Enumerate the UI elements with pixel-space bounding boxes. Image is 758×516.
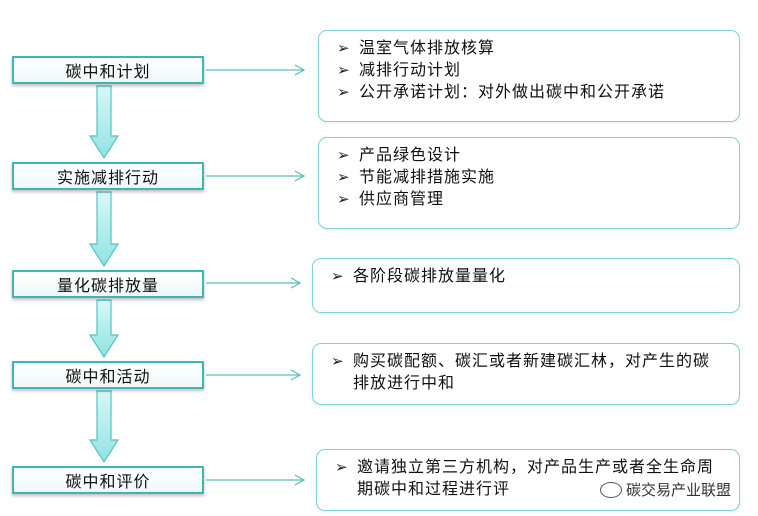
detail-item: ➢各阶段碳排放量量化 [331,266,507,285]
connector-arrow-1 [206,64,306,76]
stage-label: 碳中和计划 [65,62,151,81]
watermark-text: 碳交易产业联盟 [626,481,732,499]
detail-item: ➢温室气体排放核算 [337,38,496,57]
stage-box-5: 碳中和评价 [12,466,204,494]
connector-arrow-4 [206,369,302,381]
stage-label: 实施减排行动 [56,168,159,187]
stage-box-2: 实施减排行动 [12,162,204,190]
arrowhead-bullet-icon: ➢ [337,83,351,101]
arrowhead-bullet-icon: ➢ [331,267,345,285]
detail-box-1: ➢温室气体排放核算 ➢减排行动计划 ➢公开承诺计划：对外做出碳中和公开承诺 [318,30,740,122]
detail-box-3: ➢各阶段碳排放量量化 [312,258,740,313]
connector-arrow-5 [206,474,306,486]
arrowhead-bullet-icon: ➢ [337,61,351,79]
stage-label: 碳中和评价 [65,472,151,491]
arrowhead-bullet-icon: ➢ [337,190,351,208]
arrowhead-bullet-icon: ➢ [337,146,351,164]
stage-label: 碳中和活动 [65,367,151,386]
stage-box-1: 碳中和计划 [12,56,204,84]
detail-box-5: ➢邀请独立第三方机构，对产品生产或者全生命周期碳中和过程进行评 [316,449,740,511]
detail-item: ➢邀请独立第三方机构，对产品生产或者全生命周期碳中和过程进行评 [335,457,715,498]
detail-box-2: ➢产品绿色设计 ➢节能减排措施实施 ➢供应商管理 [318,137,740,229]
detail-item: ➢购买碳配额、碳汇或者新建碳汇林，对产生的碳排放进行中和 [331,351,711,392]
down-arrow-3 [88,299,120,359]
detail-item: ➢公开承诺计划：对外做出碳中和公开承诺 [337,82,666,101]
arrowhead-bullet-icon: ➢ [335,458,349,476]
stage-box-4: 碳中和活动 [12,361,204,389]
detail-item: ➢产品绿色设计 [337,145,462,164]
detail-box-4: ➢购买碳配额、碳汇或者新建碳汇林，对产生的碳排放进行中和 [312,343,740,405]
watermark: 碳交易产业联盟 [600,479,731,500]
stage-box-3: 量化碳排放量 [12,270,204,298]
down-arrow-1 [88,85,120,160]
arrowhead-bullet-icon: ➢ [331,352,345,370]
connector-arrow-2 [206,170,306,182]
stage-label: 量化碳排放量 [56,276,159,295]
down-arrow-2 [88,191,120,268]
wechat-icon [600,481,622,498]
arrowhead-bullet-icon: ➢ [337,39,351,57]
detail-item: ➢节能减排措施实施 [337,167,496,186]
down-arrow-4 [88,390,120,464]
arrowhead-bullet-icon: ➢ [337,168,351,186]
connector-arrow-3 [206,277,302,289]
detail-item: ➢减排行动计划 [337,60,462,79]
detail-item: ➢供应商管理 [337,189,445,208]
